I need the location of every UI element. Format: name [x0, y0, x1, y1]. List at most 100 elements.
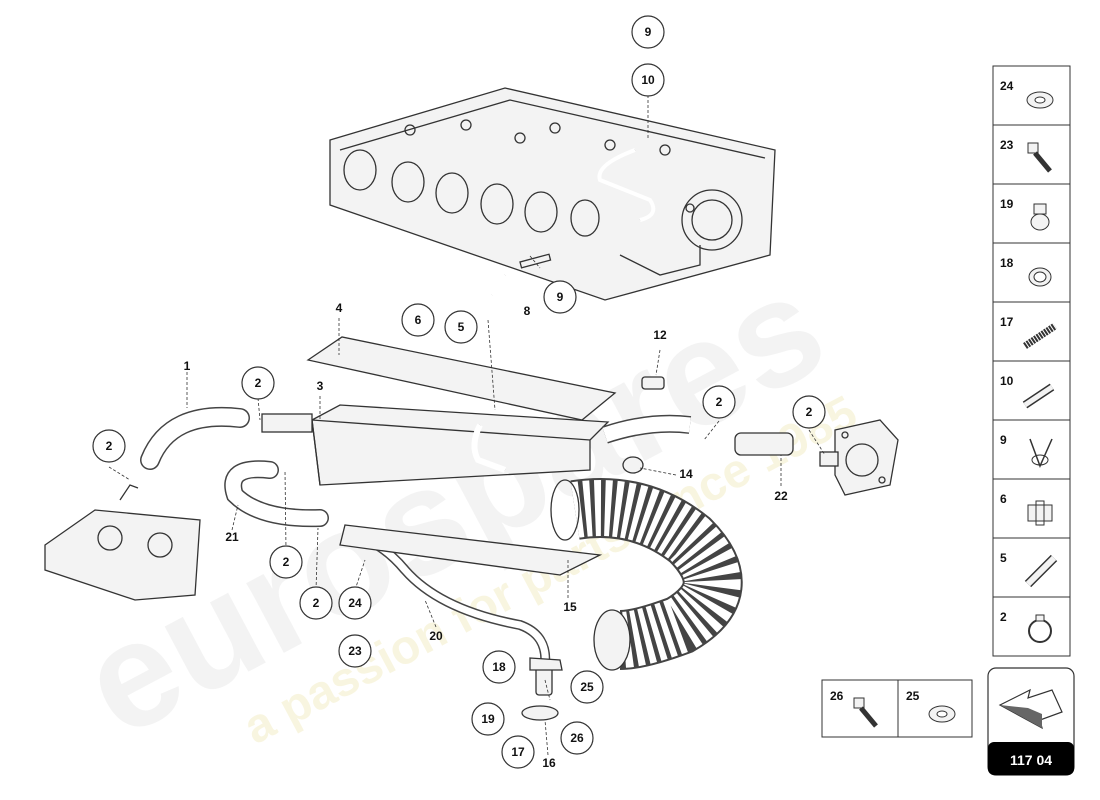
callout-label: 2: [313, 596, 320, 610]
part-label-21: 21: [225, 530, 239, 544]
page-code: 117 04: [1010, 752, 1052, 768]
callout-18: 18: [482, 650, 516, 684]
hoses: [140, 407, 794, 666]
callout-26: 26: [560, 721, 594, 755]
side-panel-row-17: 17: [993, 301, 1070, 349]
callout-6: 6: [401, 303, 435, 337]
side-panel-row-10: 10: [993, 360, 1070, 409]
side-parts-panel: 24 23 19 18 17 10 9 6 5 2: [992, 65, 1071, 657]
callout-19: 19: [471, 702, 505, 736]
callout-label: 2: [716, 395, 723, 409]
clamp-icon: [1027, 500, 1053, 526]
callout-label: 19: [481, 712, 495, 726]
side-panel-number: 2: [1000, 610, 1007, 624]
callout-label: 26: [570, 731, 584, 745]
callout-label: 2: [806, 405, 813, 419]
stud-icon: [1023, 323, 1057, 349]
part-label-16: 16: [542, 756, 556, 770]
side-panel-row-24: 24: [1000, 79, 1054, 109]
page-code-box: 117 04: [987, 667, 1075, 776]
part-label-3: 3: [317, 379, 324, 393]
callout-2: 2: [92, 429, 126, 463]
side-panel-number: 5: [1000, 551, 1007, 565]
thermostat-housing: [819, 419, 899, 496]
side-panel-number: 19: [1000, 197, 1014, 211]
manifold-ports: [343, 149, 600, 237]
bottom-box-number: 26: [830, 689, 844, 703]
manifold-bosses: [404, 119, 671, 156]
leader-lines: [108, 95, 826, 756]
callout-label: 9: [645, 25, 652, 39]
callout-2: 2: [792, 395, 826, 429]
intake-manifold: [329, 87, 776, 301]
callout-9: 9: [543, 280, 577, 314]
side-panel-number: 10: [1000, 374, 1014, 388]
part-label-12: 12: [653, 328, 667, 342]
callout-2: 2: [269, 545, 303, 579]
callout-label: 24: [348, 596, 362, 610]
washer-icon: [928, 705, 956, 723]
side-panel-row-23: 23: [993, 124, 1070, 173]
bottom-box-cell-25: 25: [906, 689, 956, 723]
part-label-15: 15: [563, 600, 577, 614]
callout-label: 18: [492, 660, 506, 674]
elbow-icon: [1024, 554, 1058, 588]
callout-label: 10: [641, 73, 655, 87]
side-panel-row-19: 19: [993, 183, 1070, 231]
callout-23: 23: [338, 634, 372, 668]
bottom-box-number: 25: [906, 689, 920, 703]
lower-fittings: [521, 657, 563, 721]
side-panel-number: 23: [1000, 138, 1014, 152]
bolt-icon: [853, 697, 878, 728]
side-panel-number: 17: [1000, 315, 1014, 329]
side-panel-number: 9: [1000, 433, 1007, 447]
part-label-8: 8: [524, 304, 531, 318]
callout-10: 10: [631, 63, 665, 97]
part-label-20: 20: [429, 629, 443, 643]
side-panel-row-2: 2: [993, 596, 1070, 643]
hose-icon: [1022, 383, 1055, 409]
callout-label: 2: [283, 555, 290, 569]
part-label-4: 4: [336, 301, 343, 315]
callout-9: 9: [631, 15, 665, 49]
callout-2: 2: [241, 366, 275, 400]
cover-plate: [306, 336, 617, 421]
side-panel-row-18: 18: [993, 242, 1070, 287]
side-panel-number: 6: [1000, 492, 1007, 506]
bottom-box-cell-26: 26: [830, 689, 878, 728]
temperature-sender: [641, 376, 665, 390]
callout-label: 2: [106, 439, 113, 453]
side-panel-row-9: 9: [993, 419, 1070, 468]
callout-24: 24: [338, 586, 372, 620]
throttle-body: [619, 189, 743, 276]
bolt-icon: [1027, 142, 1052, 173]
callout-label: 17: [511, 745, 525, 759]
hose-clamp-icon: [1028, 614, 1052, 643]
bottom-parts-box: 26 25: [821, 679, 973, 738]
small-pipe-8: [519, 253, 552, 269]
callout-label: 6: [415, 313, 422, 327]
callout-label: 9: [557, 290, 564, 304]
side-panel-number: 24: [1000, 79, 1014, 93]
side-panel-number: 18: [1000, 256, 1014, 270]
clip-icon: [1029, 438, 1053, 468]
side-panel-row-6: 6: [993, 478, 1070, 526]
side-panel-row-5: 5: [993, 537, 1070, 588]
callout-label: 25: [580, 680, 594, 694]
engine-block-corner: [44, 484, 201, 601]
oil-cooler: [311, 404, 610, 486]
part-label-14: 14: [679, 467, 693, 481]
corrugated-duct: [550, 478, 743, 671]
callout-5: 5: [444, 310, 478, 344]
ring-icon: [1028, 267, 1052, 287]
arrow-icon: [998, 688, 1063, 730]
part-label-22: 22: [774, 489, 788, 503]
callout-25: 25: [570, 670, 604, 704]
callout-2: 2: [702, 385, 736, 419]
mounting-strip: [339, 524, 603, 576]
callout-label: 23: [348, 644, 362, 658]
callout-label: 2: [255, 376, 262, 390]
